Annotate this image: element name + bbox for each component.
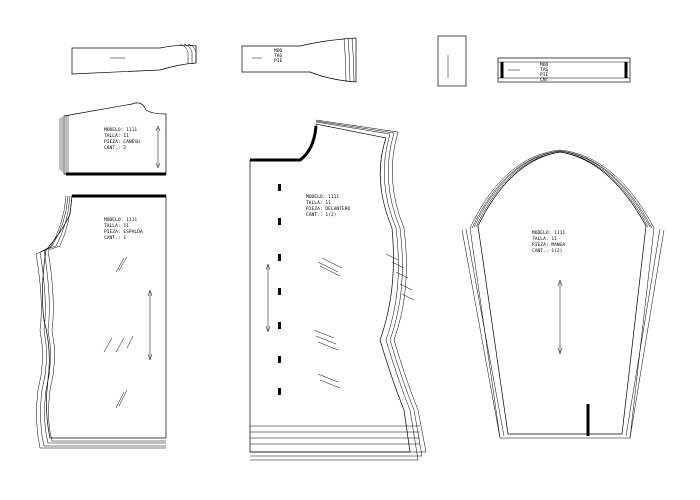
- back-text-2: TALLA: 11: [104, 223, 129, 229]
- grainline-arrow: [557, 279, 563, 355]
- sleeve-text-1: MODELO: 1111: [532, 230, 565, 236]
- cuff-text-3: PIE: [540, 72, 549, 78]
- cuff-piece: MOD TAG PIE CNT: [497, 57, 631, 83]
- cuff-text-1: MOD: [540, 62, 549, 68]
- collar-text-2: TAG: [274, 53, 283, 59]
- yoke-text-2: TALLA: 11: [104, 133, 129, 139]
- back-text-1: MODELO: 1111: [104, 217, 137, 223]
- back-text-3: PIEZA: ESPALDA: [104, 229, 143, 235]
- hatch-marks: [103, 256, 134, 409]
- grainline-arrow: [265, 263, 271, 333]
- yoke-piece: MODELO: 1111 TALLA: 11 PIEZA: CANESU CAN…: [59, 102, 167, 176]
- button-marks: [278, 184, 281, 395]
- sleeve-text-4: CANT.: 1(2): [532, 248, 562, 254]
- small-tab-piece: [437, 35, 467, 87]
- grainline-arrow: [147, 289, 153, 361]
- yoke-text-1: MODELO: 1111: [104, 127, 137, 133]
- collar-band-piece: [71, 43, 197, 75]
- sleeve-text-3: PIEZA: MANGA: [532, 242, 565, 248]
- yoke-text-3: PIEZA: CANESU: [104, 139, 140, 145]
- hatch-marks: [313, 253, 415, 389]
- grainline-arrow: [155, 125, 161, 169]
- back-piece: MODELO: 1111 TALLA: 11 PIEZA: ESPALDA CA…: [35, 194, 167, 449]
- collar-piece: MOD TAG PIE: [241, 37, 357, 83]
- front-text-4: CANT.: 1(2): [306, 212, 336, 218]
- front-text-1: MODELO: 1111: [306, 194, 339, 200]
- front-piece: MODELO: 1111 TALLA: 11 PIEZA: DELANTERO …: [249, 119, 427, 461]
- yoke-text-4: CANT.: 2: [104, 145, 126, 151]
- front-text-3: PIEZA: DELANTERO: [306, 206, 350, 212]
- cuff-text-2: TAG: [540, 67, 549, 73]
- back-text-4: CANT.: 1: [104, 235, 126, 241]
- collar-text-1: MOD: [274, 48, 283, 54]
- sleeve-piece: MODELO: 1111 TALLA: 11 PIEZA: MANGA CANT…: [461, 149, 665, 439]
- front-text-2: TALLA: 11: [306, 200, 331, 206]
- collar-text-3: PIE: [274, 58, 283, 64]
- sleeve-text-2: TALLA: 11: [532, 236, 557, 242]
- cuff-text-4: CNT: [540, 77, 549, 83]
